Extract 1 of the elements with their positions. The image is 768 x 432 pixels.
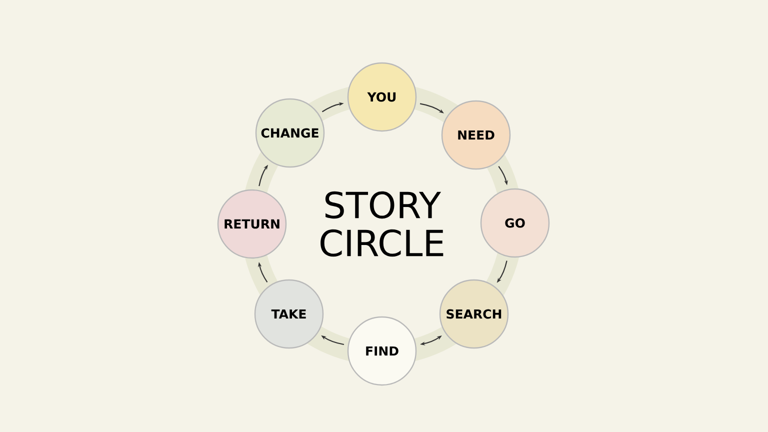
title: STORY CIRCLE	[320, 191, 444, 257]
